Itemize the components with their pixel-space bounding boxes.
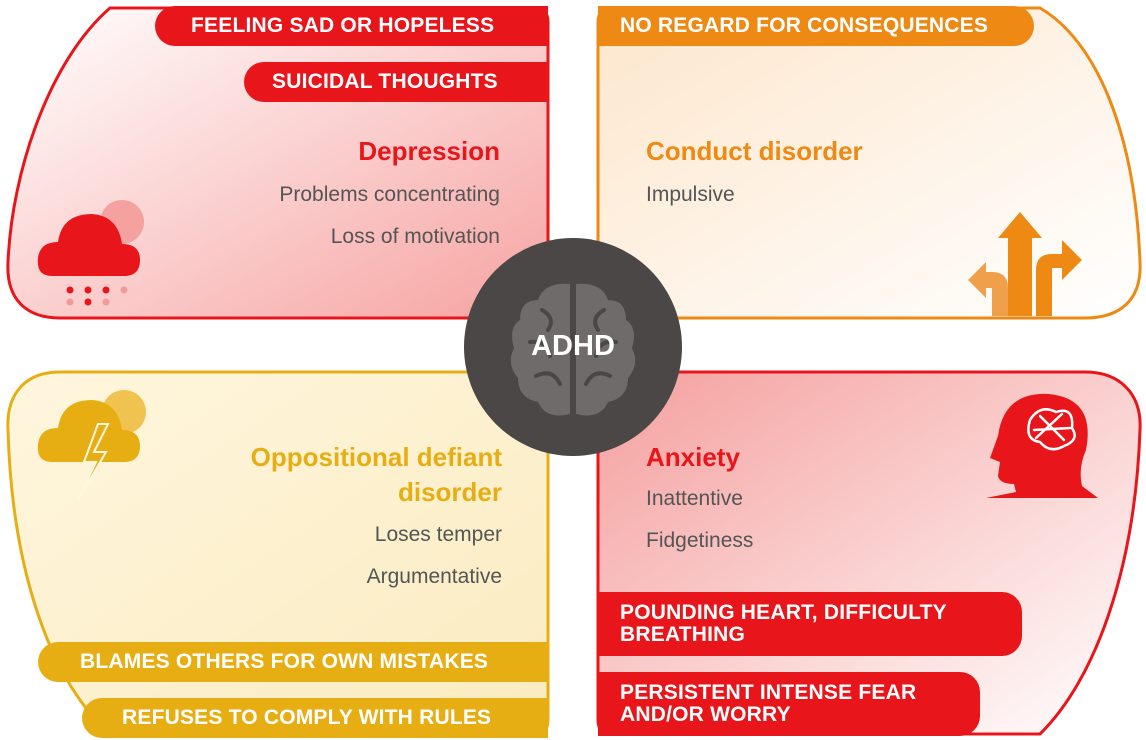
tag-feeling-sad: FEELING SAD OR HOPELESS bbox=[155, 6, 548, 46]
tag-persistent-fear-line2: AND/OR WORRY bbox=[620, 703, 791, 726]
conduct-item: Impulsive bbox=[646, 183, 735, 206]
odd-item: Argumentative bbox=[366, 565, 502, 588]
tag-no-regard: NO REGARD FOR CONSEQUENCES bbox=[598, 6, 1034, 46]
center-label: ADHD bbox=[531, 330, 615, 362]
rain-cloud-icon bbox=[37, 200, 144, 306]
branching-arrows-icon bbox=[968, 212, 1082, 316]
tag-pounding-heart-line2: BREATHING bbox=[620, 623, 746, 646]
depression-item: Problems concentrating bbox=[279, 183, 500, 206]
anxiety-item: Fidgetiness bbox=[646, 529, 754, 552]
tag-blames-others: BLAMES OTHERS FOR OWN MISTAKES bbox=[38, 642, 548, 682]
anxiety-item: Inattentive bbox=[646, 487, 743, 510]
anxious-head-icon bbox=[986, 393, 1098, 498]
tag-suicidal-thoughts: SUICIDAL THOUGHTS bbox=[244, 62, 548, 102]
tag-refuses-rules: REFUSES TO COMPLY WITH RULES bbox=[82, 698, 548, 738]
depression-item: Loss of motivation bbox=[330, 225, 500, 248]
brain-icon bbox=[510, 283, 636, 416]
tag-persistent-fear: PERSISTENT INTENSE FEAR AND/OR WORRY bbox=[598, 672, 980, 736]
tag-pounding-heart-line1: POUNDING HEART, DIFFICULTY bbox=[620, 601, 947, 624]
anxiety-title: Anxiety bbox=[646, 442, 740, 472]
center-circle bbox=[464, 238, 682, 456]
storm-cloud-icon bbox=[37, 390, 146, 501]
depression-title: Depression bbox=[358, 136, 500, 166]
odd-title-line1: Oppositional defiant bbox=[250, 442, 502, 472]
conduct-title: Conduct disorder bbox=[646, 136, 863, 166]
tag-persistent-fear-line1: PERSISTENT INTENSE FEAR bbox=[620, 681, 917, 704]
tag-pounding-heart: POUNDING HEART, DIFFICULTY BREATHING bbox=[598, 592, 1022, 656]
odd-item: Loses temper bbox=[374, 523, 502, 546]
odd-title-line2: disorder bbox=[397, 477, 502, 507]
